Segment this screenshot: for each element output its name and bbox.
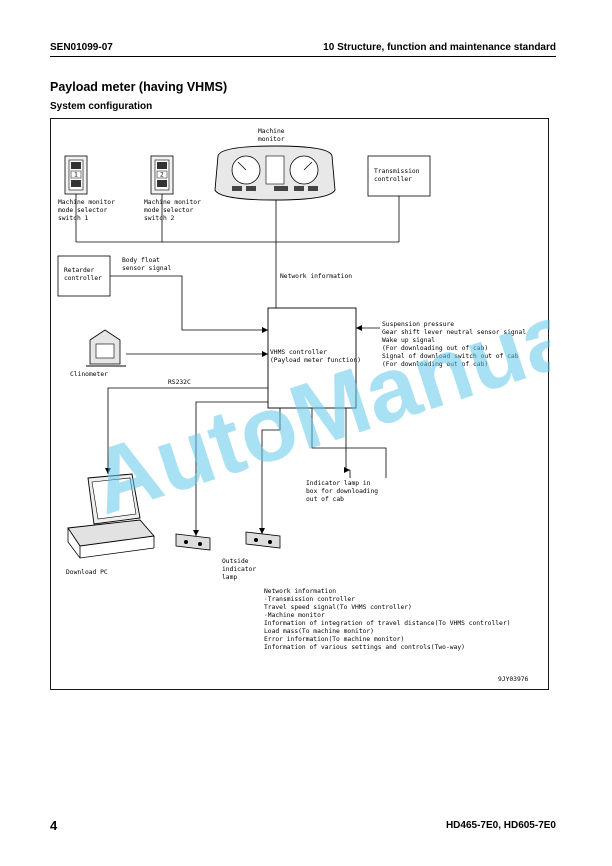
model-name: HD465-7E0, HD605-7E0 <box>445 820 556 831</box>
machine-monitor-label: Machine monitor <box>258 128 288 143</box>
mode-selector-switch-1: 1 <box>64 155 88 195</box>
clinometer <box>86 329 126 367</box>
vhms-controller-box <box>267 307 357 409</box>
switch2-label: Machine monitor mode selector switch 2 <box>144 199 205 222</box>
machine-monitor <box>214 145 336 201</box>
diagram-frame <box>50 118 549 690</box>
vhms-input-signals: Suspension pressure Gear shift lever neu… <box>382 321 530 368</box>
retarder-controller-label: Retarder controller <box>64 267 102 282</box>
doc-code: SEN01099-07 <box>50 42 113 53</box>
switch1-face: 1 <box>74 172 78 179</box>
mode-selector-switch-2: 2 <box>150 155 174 195</box>
page-title: Payload meter (having VHMS) <box>50 80 228 94</box>
vhms-controller-label: VHMS controller (Payload meter function) <box>270 349 361 364</box>
clinometer-label: Clinometer <box>70 371 108 378</box>
figure-id: 9JY03976 <box>498 676 529 683</box>
page-number: 4 <box>50 818 58 833</box>
network-information-block: Network information ·Transmission contro… <box>264 588 514 651</box>
system-configuration-diagram: 1 Machine monitor mode selector switch 1… <box>50 118 550 690</box>
indicator-lamp-box-label: Indicator lamp in box for downloading ou… <box>306 480 382 503</box>
download-pc-label: Download PC <box>66 569 108 576</box>
header-rule <box>50 56 556 57</box>
retarder-controller-box <box>57 255 111 297</box>
transmission-controller-label: Transmission controller <box>374 168 423 183</box>
outside-indicator-lamp-right <box>245 531 281 549</box>
download-pc <box>67 473 155 559</box>
outside-indicator-lamp-left <box>175 533 211 551</box>
switch2-face: 2 <box>160 172 164 179</box>
page-subtitle: System configuration <box>50 101 153 112</box>
switch1-label: Machine monitor mode selector switch 1 <box>58 199 119 222</box>
network-information-label: Network information <box>280 273 352 280</box>
connection-lines <box>75 194 400 536</box>
rs232c-label: RS232C <box>168 379 191 386</box>
section-title: 10 Structure, function and maintenance s… <box>323 42 556 53</box>
body-float-sensor-label: Body float sensor signal <box>122 257 171 272</box>
outside-indicator-lamp-label: Outside indicator lamp <box>222 558 260 581</box>
